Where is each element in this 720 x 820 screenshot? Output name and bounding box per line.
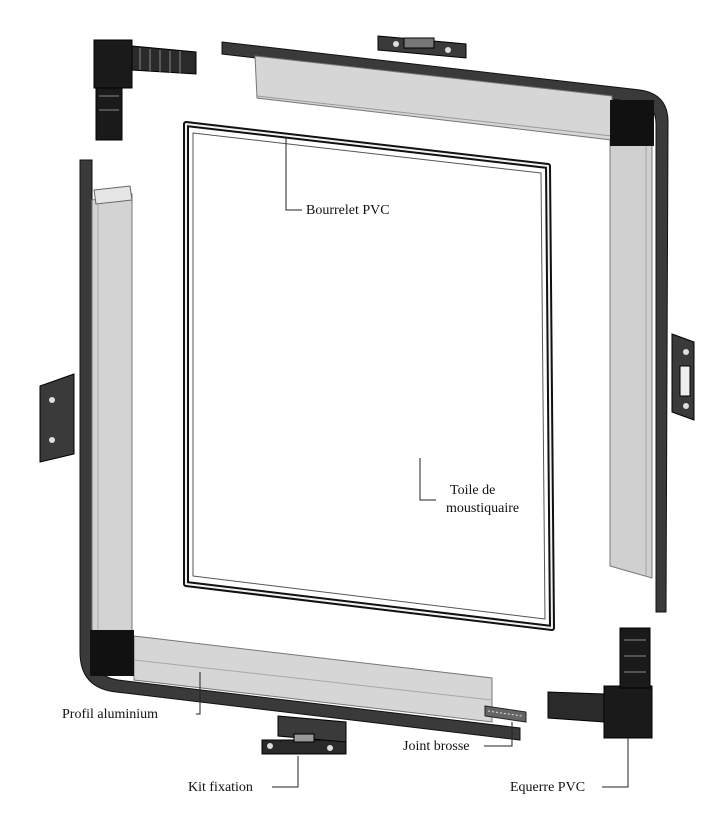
- bourrelet-pvc-gasket: [183, 121, 555, 631]
- equerre-pvc-bottom-right: [547, 627, 653, 739]
- fixation-bracket-right: [671, 333, 695, 421]
- label-toile-line2: moustiquaire: [446, 501, 520, 516]
- label-equerre-pvc: Equerre PVC: [510, 780, 586, 795]
- bourrelet-pvc-gasket-inner: [185, 123, 553, 629]
- leader-joint: [484, 722, 513, 747]
- left-profile-clip: [93, 185, 133, 205]
- frame-corner-bottom-left: [90, 630, 134, 676]
- frame-corner-top-right: [610, 100, 654, 146]
- fixation-kit-bracket: [261, 715, 347, 755]
- mosquito-mesh: [192, 132, 546, 620]
- leader-equerre: [602, 738, 629, 788]
- label-toile-moustiquaire: Toile de moustiquaire: [446, 482, 566, 518]
- leader-toile: [419, 458, 436, 501]
- label-kit-fixation: Kit fixation: [188, 780, 253, 795]
- fixation-bracket-top: [377, 35, 467, 59]
- leader-kit: [272, 756, 299, 788]
- equerre-pvc-top-left: [93, 39, 197, 141]
- fixation-bracket-left: [39, 373, 75, 463]
- label-bourrelet-pvc: Bourrelet PVC: [306, 203, 390, 218]
- leader-profil: [196, 672, 201, 715]
- leader-bourrelet: [285, 138, 302, 211]
- label-toile-line1: Toile de: [450, 483, 496, 498]
- label-joint-brosse: Joint brosse: [403, 739, 470, 754]
- label-profil-aluminium: Profil aluminium: [62, 707, 159, 722]
